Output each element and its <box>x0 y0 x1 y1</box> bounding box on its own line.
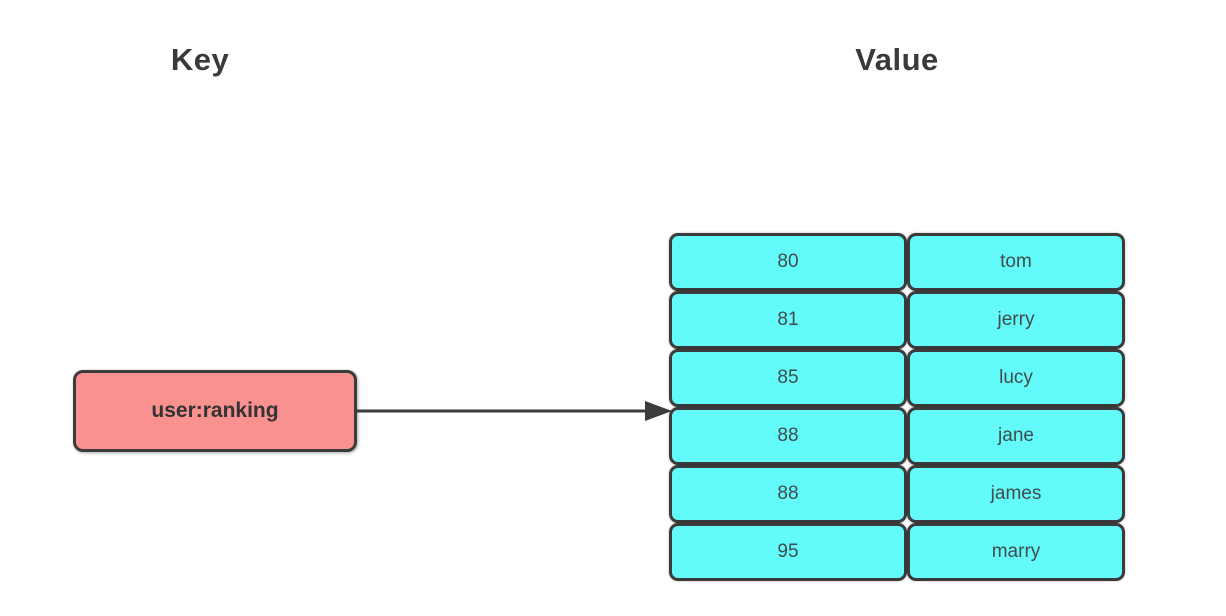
score-cell: 81 <box>669 291 907 349</box>
arrow-head-icon <box>645 401 672 421</box>
member-cell: jane <box>907 407 1125 465</box>
score-cell: 95 <box>669 523 907 581</box>
score-cell: 80 <box>669 233 907 291</box>
score-cell: 85 <box>669 349 907 407</box>
member-cell: lucy <box>907 349 1125 407</box>
member-cell: tom <box>907 233 1125 291</box>
key-node: user:ranking <box>73 370 357 452</box>
score-cell: 88 <box>669 407 907 465</box>
member-cell: james <box>907 465 1125 523</box>
arrow-connector <box>356 401 672 421</box>
member-cell: marry <box>907 523 1125 581</box>
key-node-label: user:ranking <box>151 399 279 422</box>
member-cell: jerry <box>907 291 1125 349</box>
key-header: Key <box>170 42 230 77</box>
score-cell: 88 <box>669 465 907 523</box>
value-header: Value <box>855 42 939 77</box>
